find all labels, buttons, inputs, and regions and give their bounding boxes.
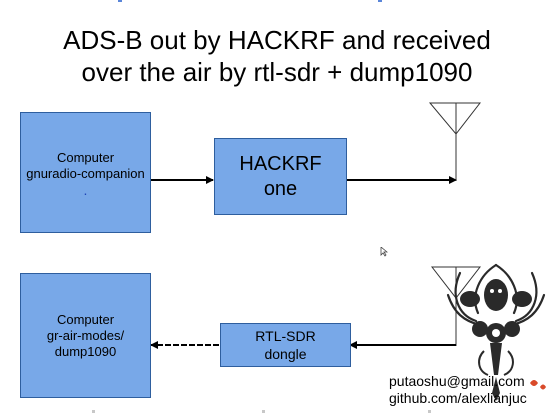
rtl-sdr-label-1: RTL-SDR (255, 328, 316, 344)
contact-footer: putaoshu@gmail.com github.com/alexlianju… (389, 373, 527, 407)
hackrf-label-1: HACKRF (239, 152, 322, 175)
slide-title: ADS-B out by HACKRF and received over th… (10, 24, 544, 88)
tx-antenna-icon (428, 102, 482, 181)
tribal-emblem-watermark (446, 263, 546, 401)
tx-computer-label-1: Computer (56, 149, 115, 165)
tx-computer-dot: . (83, 181, 88, 198)
contact-github: github.com/alexlianjuc (389, 390, 527, 406)
rtl-sdr-box: RTL-SDR dongle (220, 323, 351, 367)
rx-computer-label-3: dump1090 (54, 343, 117, 359)
slide-title-line-1: ADS-B out by HACKRF and received (63, 25, 491, 55)
tx-computer-box: Computer gnuradio-companion . (20, 112, 151, 233)
rtl-sdr-label-2: dongle (264, 346, 307, 362)
hackrf-label-2: one (263, 177, 298, 200)
rx-computer-label-1: Computer (56, 311, 115, 327)
top-accent-strip (0, 0, 554, 4)
hackrf-box: HACKRF one (214, 138, 347, 215)
contact-email: putaoshu@gmail.com (389, 373, 525, 389)
slide-title-line-2: over the air by rtl-sdr + dump1090 (81, 57, 473, 87)
mouse-pointer-icon (380, 247, 388, 257)
tx-computer-label-2: gnuradio-companion (26, 165, 145, 181)
rx-computer-box: Computer gr-air-modes/ dump1090 (20, 273, 151, 398)
rx-computer-label-2: gr-air-modes/ (46, 327, 125, 343)
rx-antenna-icon (430, 266, 482, 346)
